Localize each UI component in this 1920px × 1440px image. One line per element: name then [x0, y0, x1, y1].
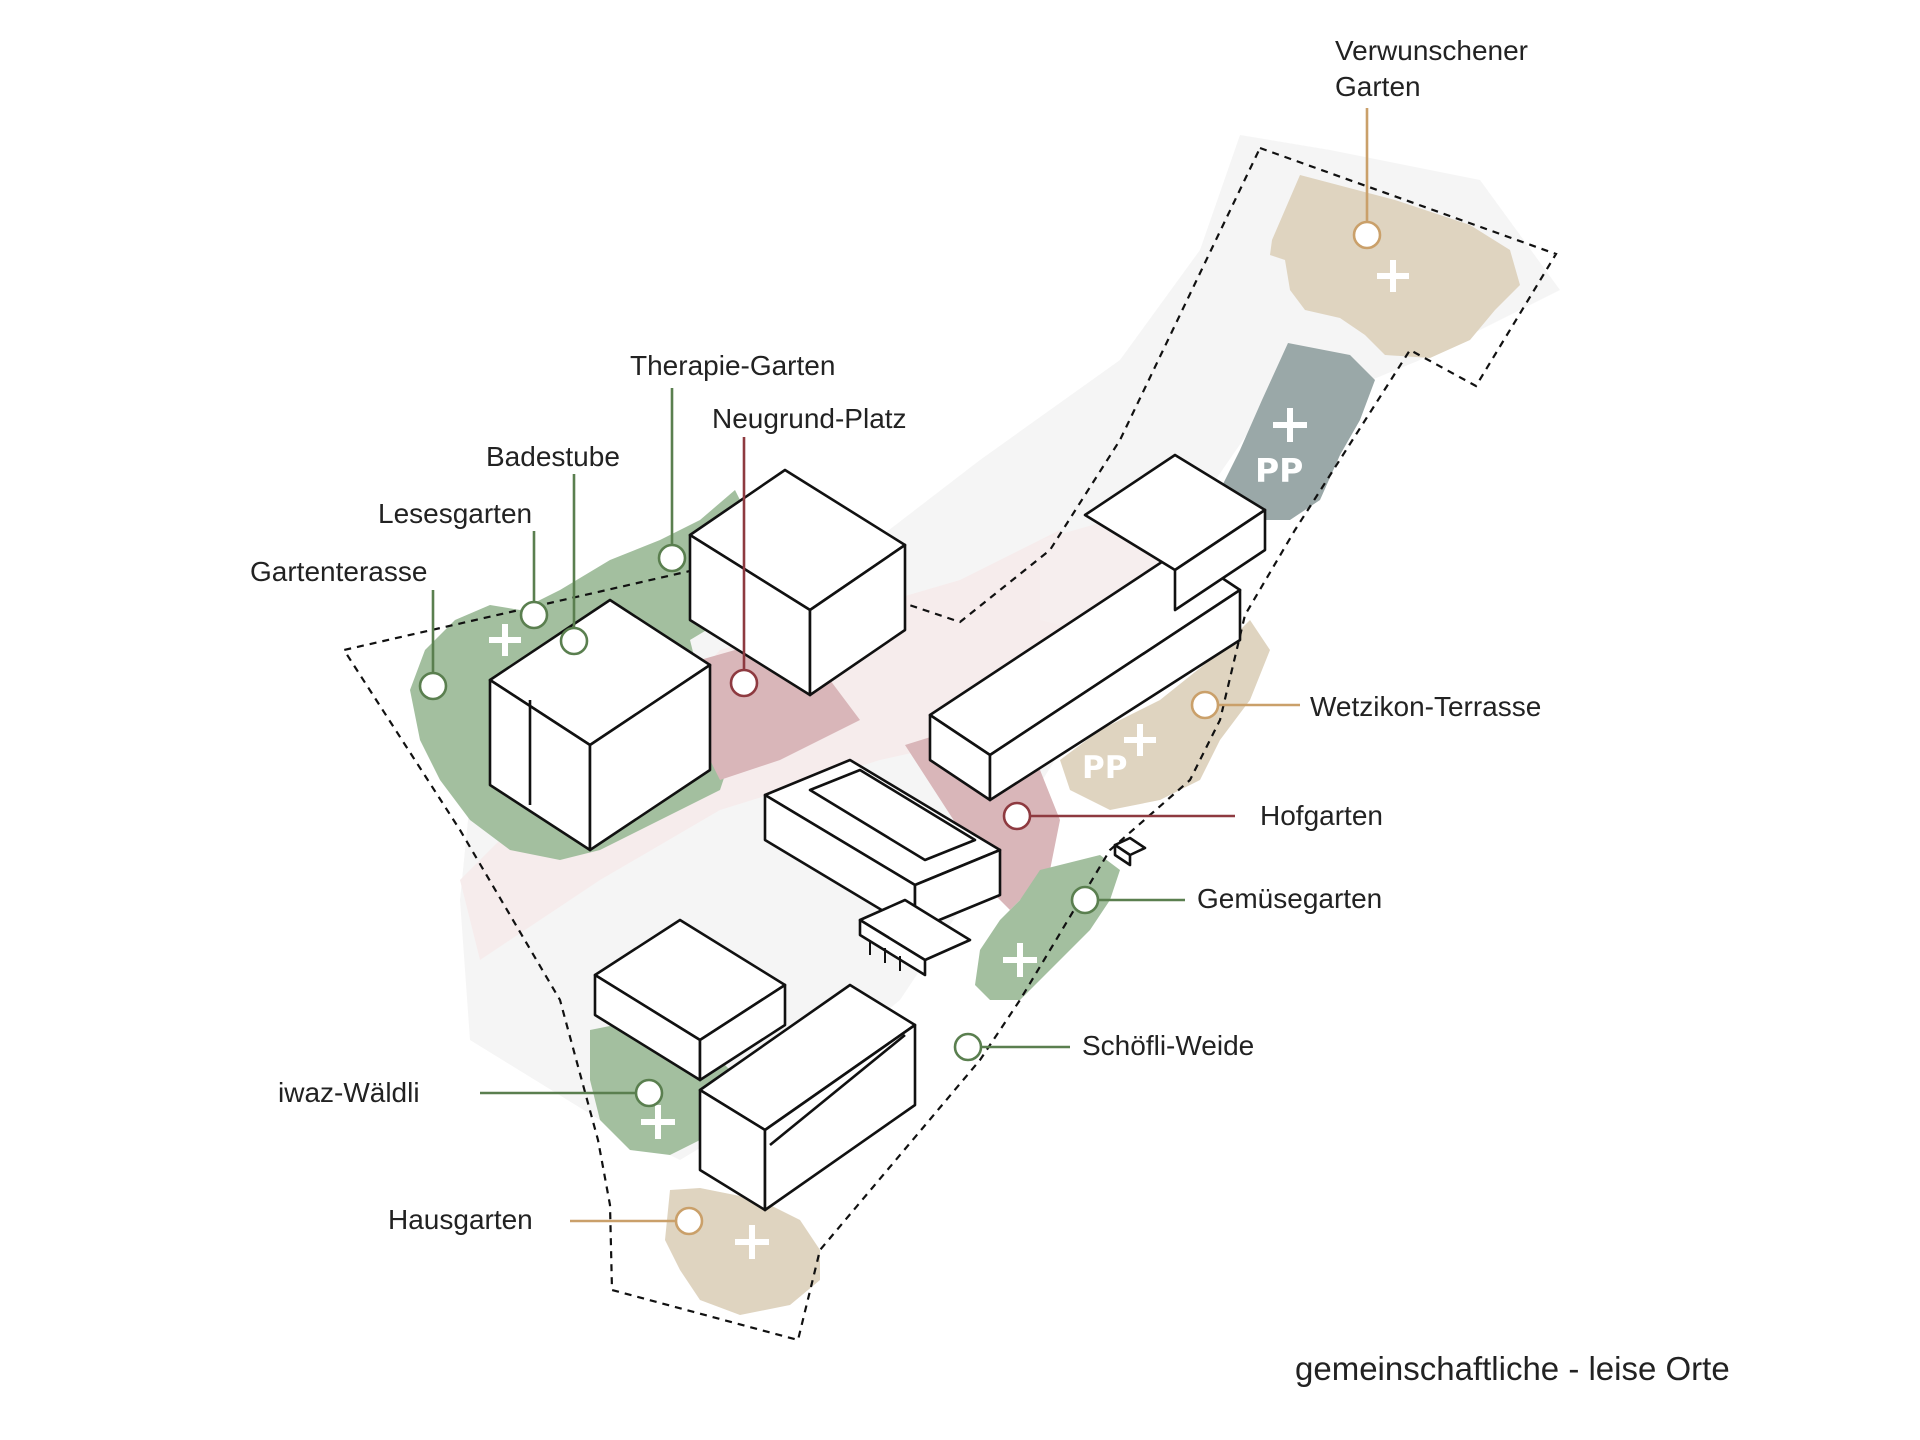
- plus-icon: [1273, 408, 1307, 442]
- plus-icon: [1377, 260, 1409, 292]
- label-neugrund-platz: Neugrund-Platz: [712, 403, 907, 434]
- label-lesesgarten: Lesesgarten: [378, 498, 532, 529]
- marker-neugrund-platz[interactable]: [729, 668, 759, 698]
- plus-icon: [1003, 943, 1037, 977]
- marker-hofgarten[interactable]: [1002, 801, 1032, 831]
- buildings: [488, 453, 1267, 1212]
- marker-schoefli-weide[interactable]: [953, 1032, 983, 1062]
- building-south-wedge: [698, 983, 917, 1212]
- building-nw-a: [488, 598, 712, 852]
- parking-label-north: PP: [1255, 451, 1303, 490]
- plus-icon: [1124, 724, 1156, 756]
- label-badestube: Badestube: [486, 441, 620, 472]
- zone-hausgarten: [665, 1188, 820, 1315]
- label-gartenterasse: Gartenterasse: [250, 556, 427, 587]
- marker-therapie-garten[interactable]: [657, 543, 687, 573]
- zone-parking-north: [1220, 343, 1375, 520]
- label-therapie-garten: Therapie-Garten: [630, 350, 835, 381]
- parking-label-east: PP: [1082, 750, 1127, 786]
- zone-wetzikon-terrasse: [1060, 620, 1270, 810]
- plus-icon: [641, 1105, 675, 1139]
- building-south-a: [593, 918, 787, 1082]
- marker-wetzikon-terrasse[interactable]: [1190, 690, 1220, 720]
- label-wetzikon-terrasse: Wetzikon-Terrasse: [1310, 691, 1541, 722]
- marker-badestube[interactable]: [559, 626, 589, 656]
- callouts: [418, 108, 1382, 1236]
- label-hofgarten: Hofgarten: [1260, 800, 1383, 831]
- marker-gemuesegarten[interactable]: [1070, 885, 1100, 915]
- plus-icon: [735, 1225, 769, 1259]
- marker-iwaz-waeldli[interactable]: [634, 1078, 664, 1108]
- plus-icon: [489, 624, 521, 656]
- place-labels: Verwunschener Garten Therapie-Garten Neu…: [250, 35, 1541, 1235]
- label-verwunschener-garten-line2: Garten: [1335, 71, 1421, 102]
- building-pergola: [858, 898, 972, 977]
- marker-hausgarten[interactable]: [674, 1206, 704, 1236]
- label-hausgarten: Hausgarten: [388, 1204, 533, 1235]
- marker-gartenterasse[interactable]: [418, 671, 448, 701]
- label-iwaz-waeldli: iwaz-Wäldli: [278, 1077, 420, 1108]
- building-east-long: [928, 453, 1267, 802]
- label-verwunschener-garten-line1: Verwunschener: [1335, 35, 1528, 66]
- diagram-caption: gemeinschaftliche - leise Orte: [1295, 1350, 1730, 1387]
- label-gemuesegarten: Gemüsegarten: [1197, 883, 1382, 914]
- building-central: [763, 758, 1002, 932]
- building-small-shed: [1113, 836, 1147, 867]
- label-schoefli-weide: Schöfli-Weide: [1082, 1030, 1254, 1061]
- marker-lesesgarten[interactable]: [519, 600, 549, 630]
- plus-markers: [489, 260, 1409, 1259]
- marker-verwunschener-garten[interactable]: [1352, 220, 1382, 250]
